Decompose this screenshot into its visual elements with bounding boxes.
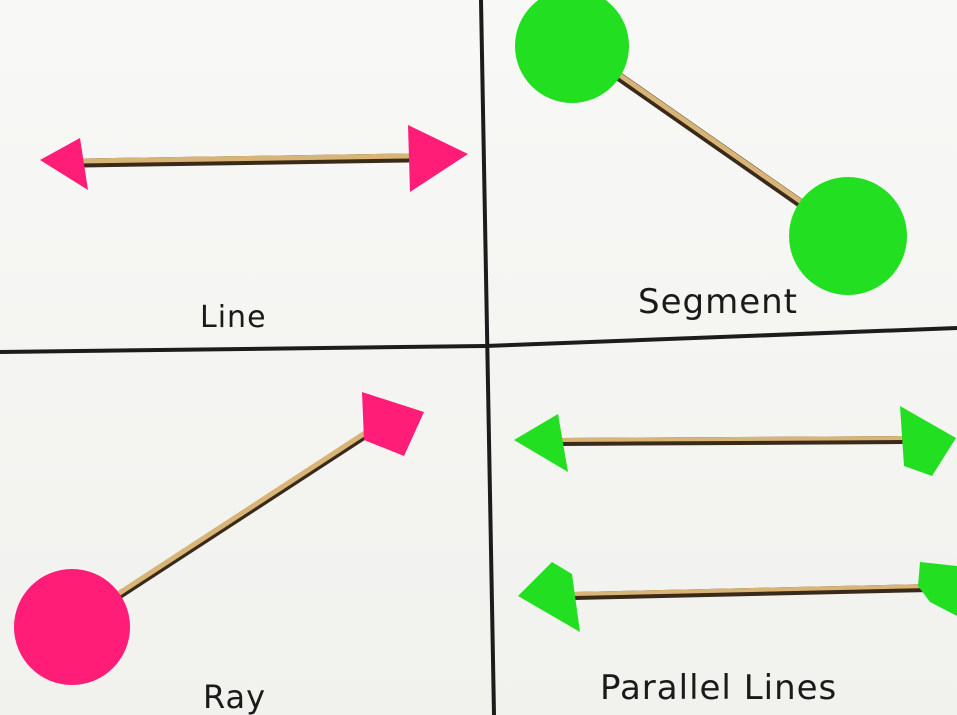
segment-stick-highlight	[575, 43, 846, 234]
line-stick-highlight	[79, 153, 411, 164]
ray-endpoint	[14, 569, 130, 685]
parallel-lower-highlight	[572, 584, 932, 596]
segment-end-point	[789, 177, 907, 295]
parallel-upper-highlight	[558, 436, 904, 442]
parallel-lower-right-arrowhead	[918, 562, 957, 616]
label-line: Line	[200, 300, 267, 335]
segment-start-point	[515, 0, 629, 103]
parallel-upper-left-arrowhead	[514, 414, 568, 472]
ray-stick-highlight	[69, 419, 385, 627]
parallel-lower-left-arrowhead	[518, 562, 580, 632]
ray-arrowhead	[362, 392, 424, 456]
horizontal-divider-left	[0, 344, 486, 354]
label-segment: Segment	[638, 282, 798, 322]
vertical-divider	[479, 0, 496, 715]
horizontal-divider-right	[484, 326, 957, 348]
line-right-arrowhead	[408, 125, 468, 192]
label-ray: Ray	[203, 678, 267, 715]
parallel-upper-right-arrowhead	[900, 406, 956, 476]
label-parallel-lines: Parallel Lines	[600, 668, 838, 708]
line-left-arrowhead	[40, 138, 88, 190]
